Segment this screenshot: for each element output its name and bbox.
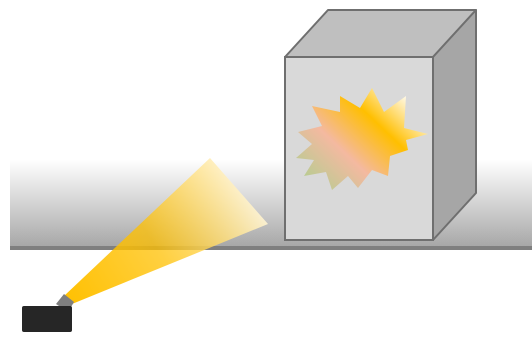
belt-edge (10, 246, 532, 250)
device-body (22, 306, 72, 332)
projector-device (22, 294, 74, 332)
